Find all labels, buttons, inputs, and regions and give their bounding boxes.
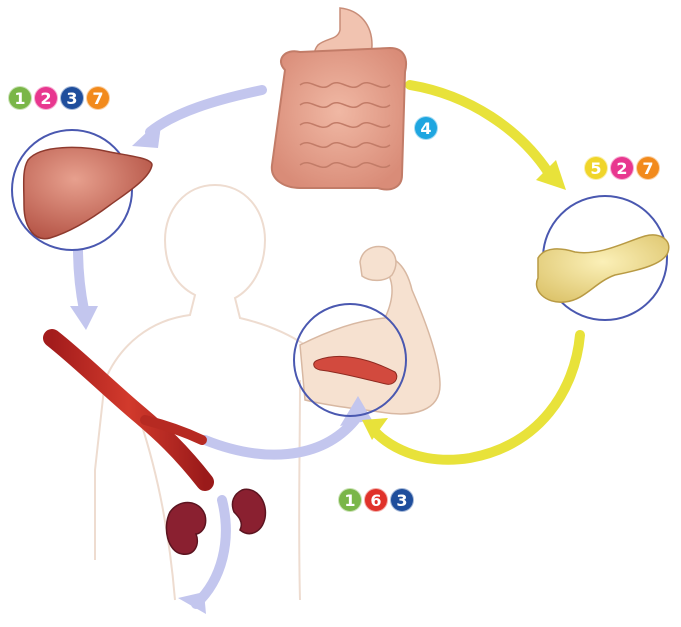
- badge-muscle-1: 1: [338, 488, 362, 512]
- badge-pancreas-7: 7: [636, 156, 660, 180]
- flow-arrow-liver-to-vessel: [78, 248, 84, 310]
- pancreas-callout: [537, 196, 669, 320]
- muscle-badges: 1 6 3: [338, 488, 414, 512]
- arrowhead-kidney: [178, 592, 206, 614]
- badge-pancreas-2: 2: [610, 156, 634, 180]
- badge-intestine-4: 4: [414, 116, 438, 140]
- liver-callout: [12, 130, 152, 250]
- arm: [300, 247, 440, 414]
- kidney-left: [166, 503, 205, 555]
- arrowhead-liver: [132, 118, 162, 148]
- flow-arrow-intestine-to-liver: [150, 90, 262, 132]
- intestines-illustration: [272, 8, 406, 189]
- blood-vessel: [52, 338, 205, 482]
- badge-liver-7: 7: [86, 86, 110, 110]
- pancreas-badges: 5 2 7: [584, 156, 660, 180]
- kidneys: [166, 489, 265, 554]
- badge-pancreas-5: 5: [584, 156, 608, 180]
- arrowhead-vessel: [70, 306, 98, 330]
- large-intestine: [272, 48, 406, 189]
- liver-badges: 1 2 3 7: [8, 86, 110, 110]
- badge-liver-2: 2: [34, 86, 58, 110]
- intestine-badges: 4: [414, 116, 438, 140]
- badge-liver-1: 1: [8, 86, 32, 110]
- badge-muscle-6: 6: [364, 488, 388, 512]
- badge-muscle-3: 3: [390, 488, 414, 512]
- flow-arrow-vessel-to-muscle: [205, 420, 355, 455]
- kidney-right: [232, 489, 265, 533]
- badge-liver-3: 3: [60, 86, 84, 110]
